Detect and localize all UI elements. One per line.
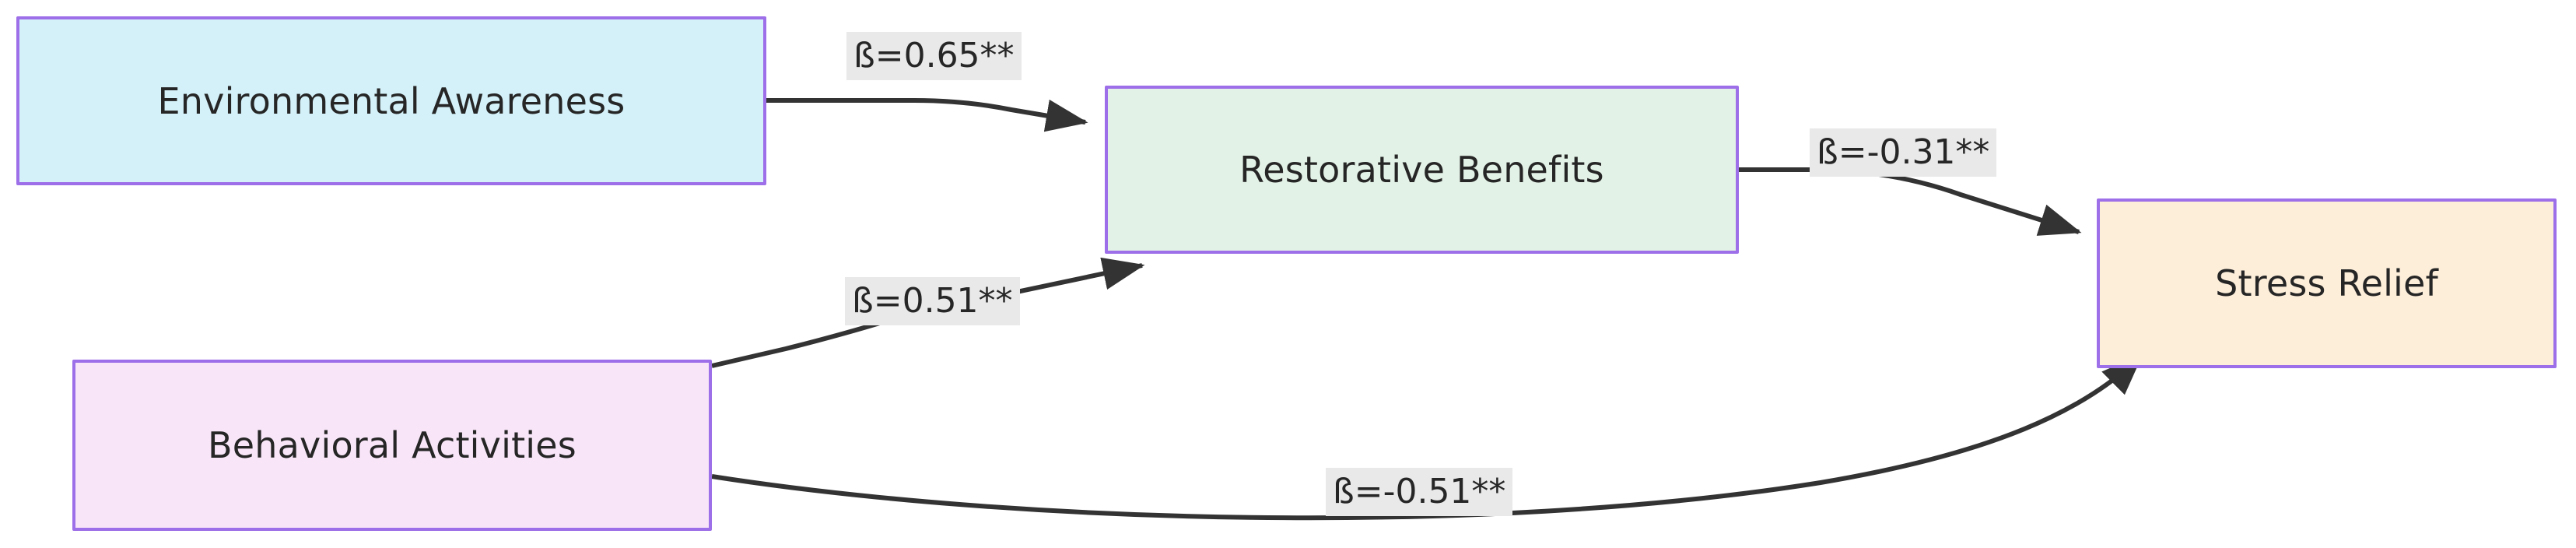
- edge-path-rb-sr: [1739, 167, 2082, 236]
- node-label-stress-relief: Stress Relief: [2215, 262, 2438, 304]
- edge-label-ba-rb: ß=0.51**: [845, 277, 1020, 325]
- node-stress-relief[interactable]: Stress Relief: [2097, 198, 2557, 368]
- edge-label-ba-sr: ß=-0.51**: [1326, 468, 1513, 516]
- edge-path-ba-sr: [711, 353, 2143, 521]
- edge-label-ea-rb: ß=0.65**: [846, 32, 1022, 80]
- node-restorative-benefits[interactable]: Restorative Benefits: [1105, 86, 1739, 254]
- edge-path-ea-rb: [766, 98, 1088, 132]
- node-environmental-awareness[interactable]: Environmental Awareness: [16, 16, 766, 185]
- node-label-behavioral-activities: Behavioral Activities: [208, 424, 577, 466]
- node-behavioral-activities[interactable]: Behavioral Activities: [72, 360, 712, 531]
- edge-label-rb-sr: ß=-0.31**: [1810, 128, 1997, 177]
- node-label-environmental-awareness: Environmental Awareness: [157, 79, 626, 122]
- node-label-restorative-benefits: Restorative Benefits: [1239, 149, 1604, 191]
